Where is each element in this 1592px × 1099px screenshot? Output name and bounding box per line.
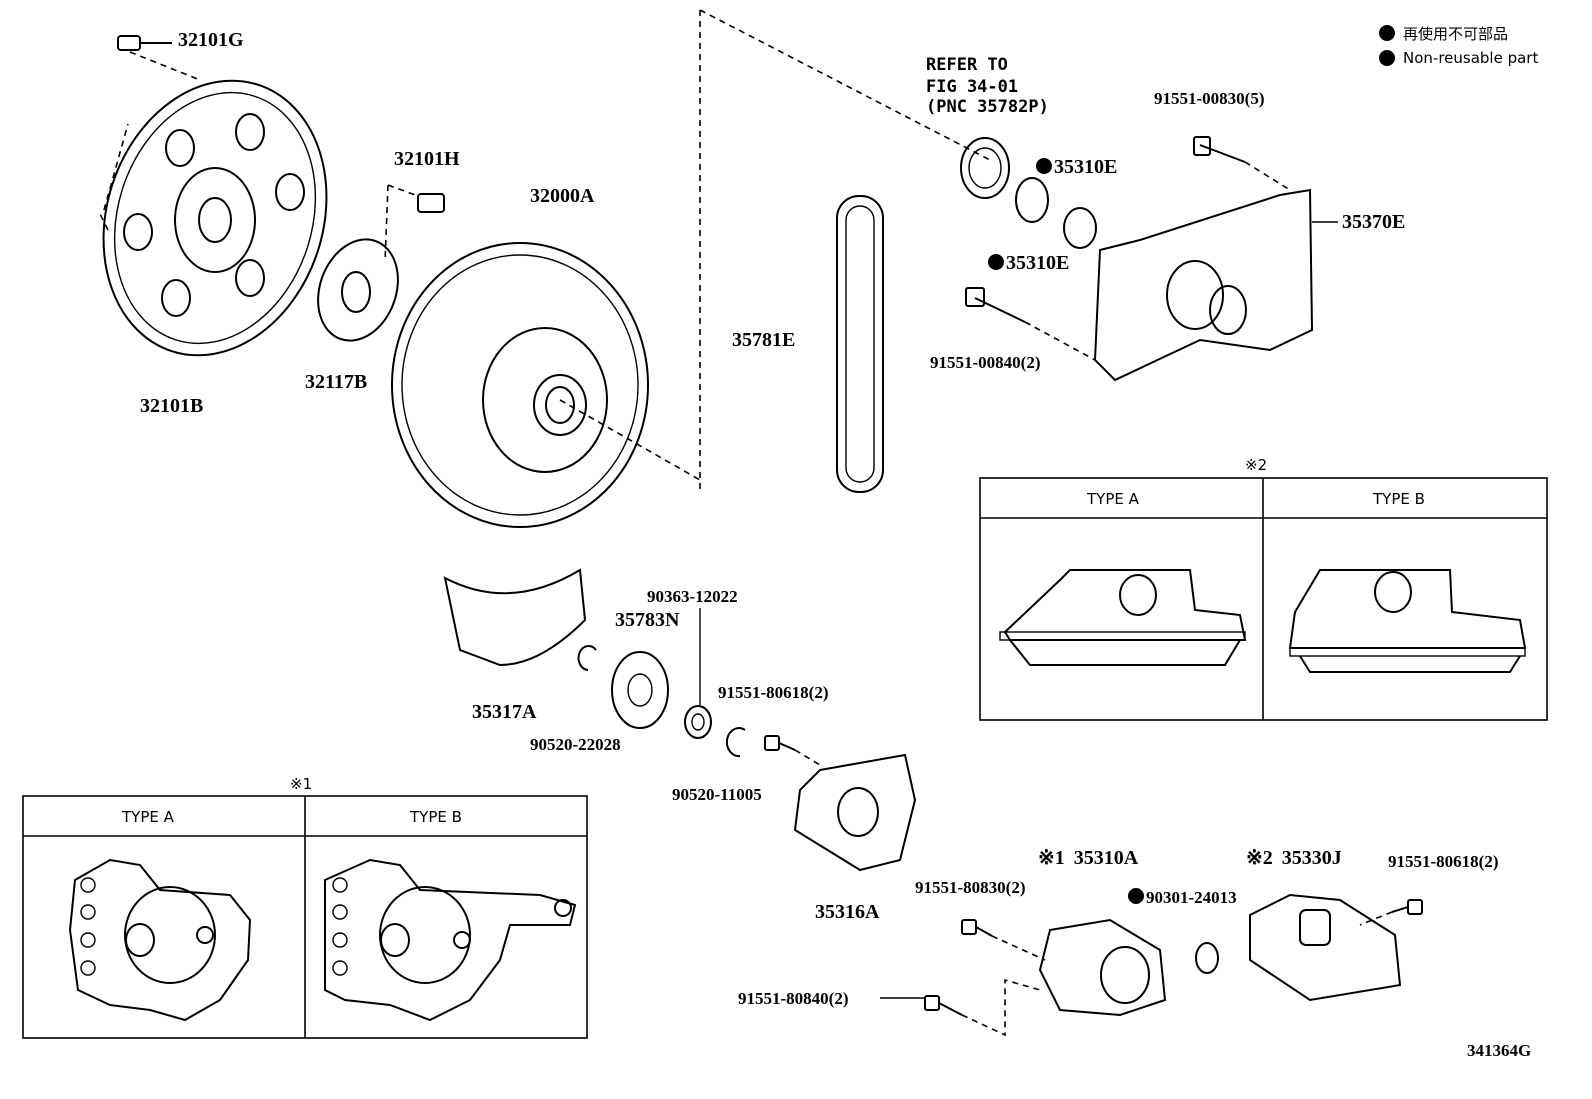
non-reusable-dot-icon [988, 254, 1004, 270]
label-32101G: 32101G [178, 29, 244, 51]
strainer-type-a-image [999, 569, 1247, 666]
oil-pump-35310A[interactable] [1038, 918, 1167, 1017]
bolt-91551-80840[interactable] [924, 995, 963, 1016]
label-91551-80618-b: 91551-80618(2) [1388, 852, 1498, 871]
sprocket-35783N[interactable] [611, 651, 669, 729]
label-32000A: 32000A [530, 185, 595, 207]
refer-line-1: REFER TO [926, 55, 1008, 75]
variant-box-ref1: ※1 TYPE A TYPE B [22, 775, 588, 1039]
drive-plate-32101B[interactable] [69, 51, 361, 384]
label-32117B: 32117B [305, 371, 367, 393]
label-91551-00830: 91551-00830(5) [1154, 89, 1264, 108]
seal-35310E-b[interactable] [1063, 207, 1097, 249]
label-91551-80840: 91551-80840(2) [738, 989, 848, 1008]
refer-line-2: FIG 34-01 [926, 77, 1018, 97]
label-90520-11005: 90520-11005 [672, 785, 762, 804]
label-35310E-b: 35310E [1006, 252, 1069, 274]
box1-title: ※1 [290, 775, 312, 793]
box2-title: ※2 [1245, 456, 1267, 474]
figure-id: 341364G [1467, 1041, 1531, 1060]
bolt-91551-00840[interactable] [965, 287, 1026, 323]
cover-35316A[interactable] [793, 753, 917, 872]
variant-box-ref2: ※2 TYPE A TYPE B [979, 456, 1548, 721]
label-35316A: 35316A [815, 901, 880, 923]
non-reusable-dot-icon [1379, 50, 1395, 66]
label-35783N: 35783N [615, 609, 680, 631]
label-91551-00840: 91551-00840(2) [930, 353, 1040, 372]
legend-non-reusable-ja: 再使用不可部品 [1403, 25, 1508, 43]
box2-type-a: TYPE A [1086, 490, 1140, 508]
chain-35781E[interactable] [836, 195, 884, 493]
label-ref2-35330J: ※2 35330J [1246, 847, 1342, 869]
label-32101H: 32101H [394, 148, 460, 170]
label-32101B: 32101B [140, 395, 203, 417]
non-reusable-dot-icon [1036, 158, 1052, 174]
seal-35310E-a[interactable] [1015, 177, 1049, 223]
label-35330J: 35330J [1282, 847, 1342, 869]
legend-non-reusable-en: Non-reusable part [1403, 49, 1538, 67]
strainer-35330J[interactable] [1249, 893, 1402, 1002]
bolt-32101G[interactable] [117, 35, 172, 51]
box1-type-a: TYPE A [121, 808, 175, 826]
non-reusable-dot-icon [1128, 888, 1144, 904]
bolt-32101H[interactable] [417, 193, 445, 213]
box2-type-b: TYPE B [1372, 490, 1425, 508]
bolt-91551-80618-a[interactable] [764, 735, 796, 751]
legend: 再使用不可部品 Non-reusable part [1379, 25, 1538, 67]
label-35781E: 35781E [732, 329, 795, 351]
torque-converter-32000A[interactable] [391, 242, 649, 528]
bolt-91551-00830[interactable] [1193, 136, 1246, 163]
snap-ring-90520-11005[interactable] [725, 727, 746, 758]
label-90363-12022: 90363-12022 [647, 587, 738, 606]
non-reusable-dot-icon [1379, 25, 1395, 41]
label-35310E-a: 35310E [1054, 156, 1117, 178]
box1-type-b: TYPE B [409, 808, 462, 826]
snap-ring-90520-22028[interactable] [577, 645, 597, 671]
plate-32117B[interactable] [305, 228, 412, 352]
sprocket-ref [960, 137, 1010, 199]
bolt-91551-80618-b[interactable] [1391, 899, 1423, 915]
label-90520-22028: 90520-22028 [530, 735, 621, 754]
refer-line-3: (PNC 35782P) [926, 97, 1049, 117]
bearing-90363-12022[interactable] [684, 705, 712, 739]
label-ref1-35310A: ※1 35310A [1038, 847, 1139, 869]
label-35317A: 35317A [472, 701, 537, 723]
label-91551-80618-a: 91551-80618(2) [718, 683, 828, 702]
pump-type-a-image [68, 858, 252, 1022]
label-35310A: 35310A [1074, 847, 1139, 869]
o-ring-90301-24013[interactable] [1195, 942, 1219, 974]
label-91551-80830: 91551-80830(2) [915, 878, 1025, 897]
label-90301-24013: 90301-24013 [1146, 888, 1237, 907]
plate-35370E[interactable] [1093, 188, 1314, 382]
strainer-type-b-image [1288, 569, 1527, 673]
ref2-marker: ※2 [1246, 847, 1273, 869]
baffle-35317A[interactable] [443, 568, 587, 667]
pump-type-b-image [324, 858, 577, 1022]
label-35370E: 35370E [1342, 211, 1405, 233]
ref1-marker: ※1 [1038, 847, 1065, 869]
bolt-91551-80830[interactable] [961, 919, 993, 937]
